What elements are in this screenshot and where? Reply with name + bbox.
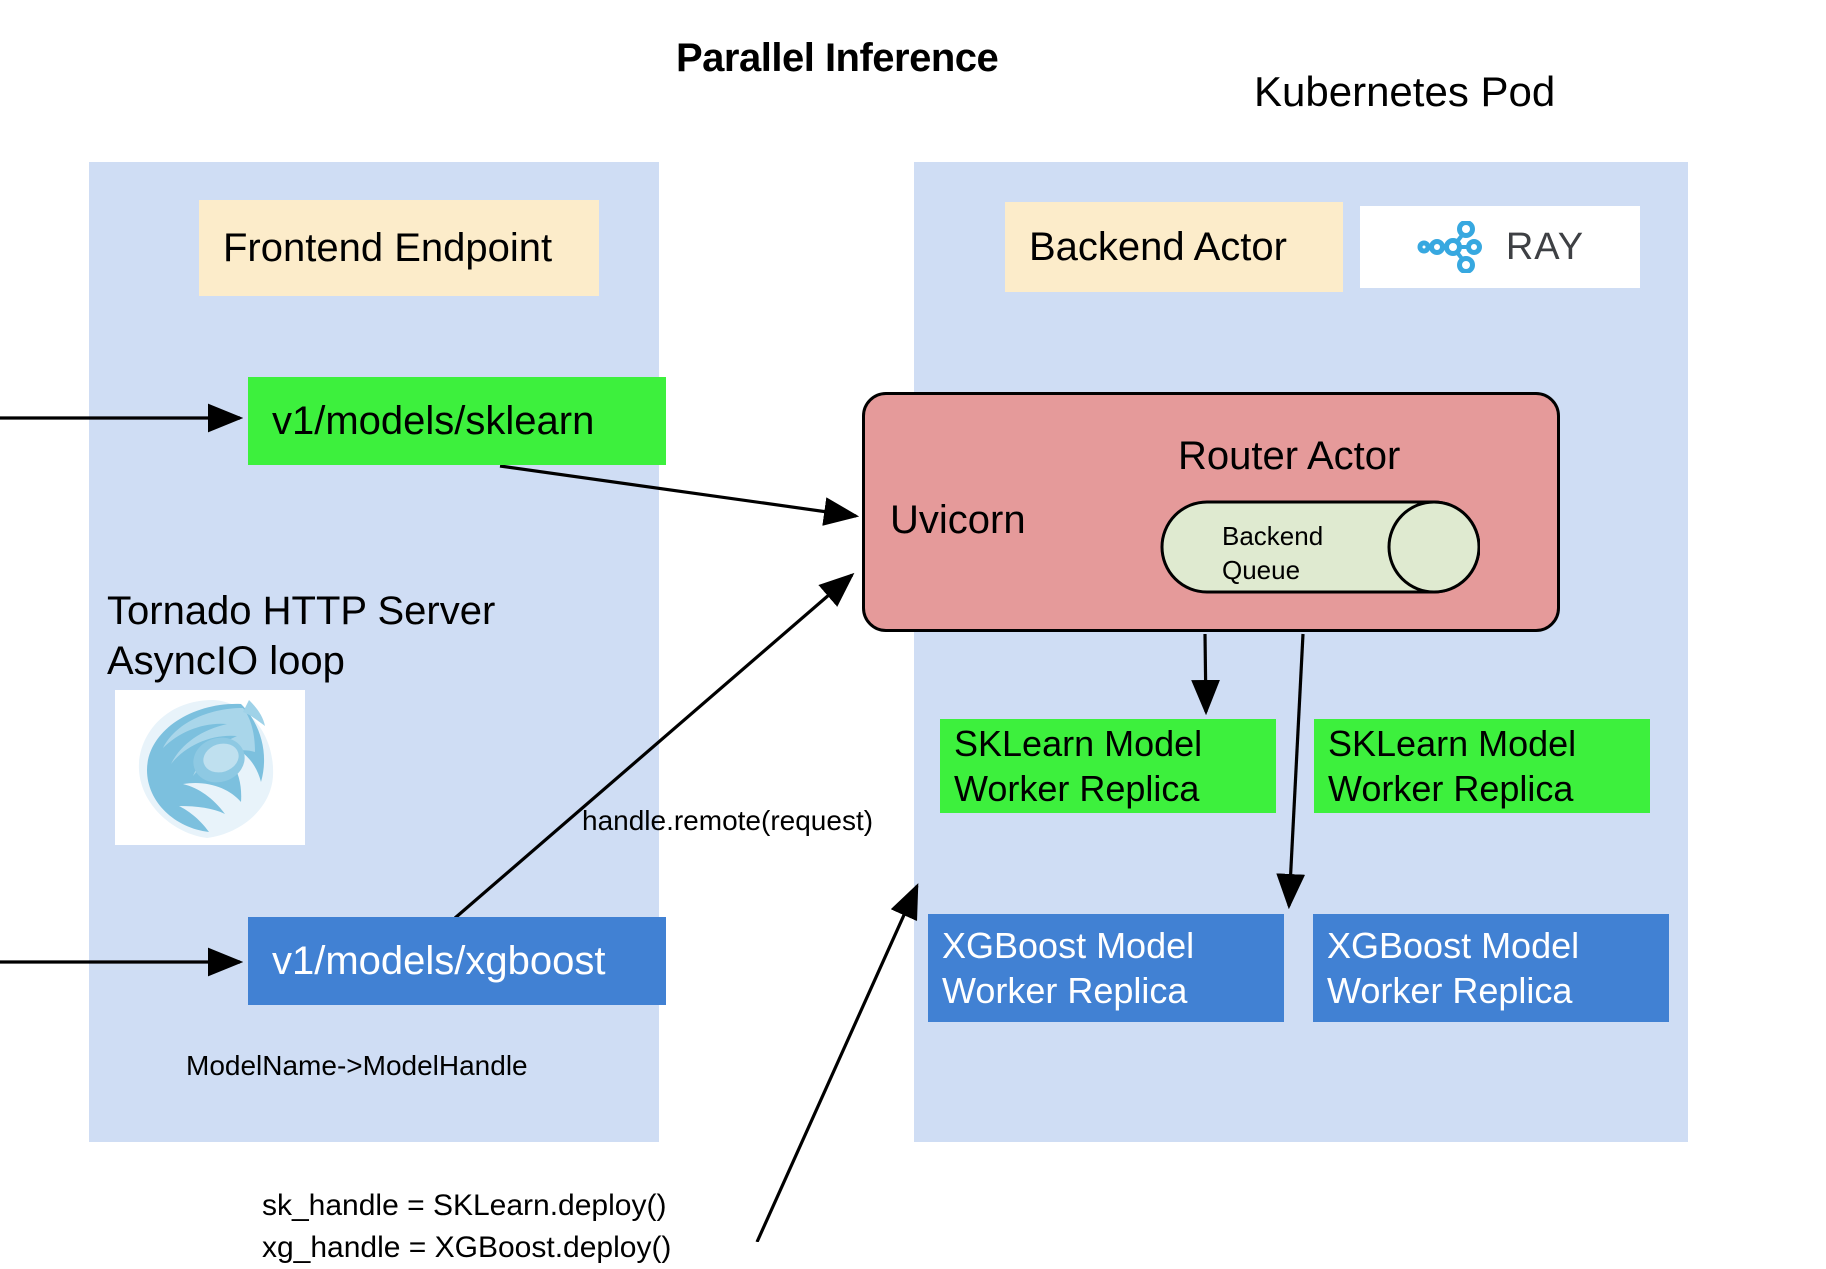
tornado-server-label: Tornado HTTP Server AsyncIO loop [107,589,496,683]
deploy-code-annotation: sk_handle = SKLearn.deploy() xg_handle =… [262,1189,672,1264]
xgboost-worker-replica-label: XGBoost Model Worker Replica [1327,925,1580,1011]
ray-logo: RAY [1360,206,1640,288]
frontend-endpoint-header: Frontend Endpoint [199,200,599,296]
router-actor-title: Router Actor [1178,434,1401,478]
arrow-router-to-xgboost-replica [1276,633,1306,910]
modelname-to-modelhandle-label: ModelName->ModelHandle [186,1050,528,1081]
handle-remote-annotation: handle.remote(request) [582,805,874,836]
endpoint-route-xgboost-label: v1/models/xgboost [272,938,606,983]
sklearn-worker-replica-label: SKLearn Model Worker Replica [1328,723,1577,809]
endpoint-route-sklearn-label: v1/models/sklearn [272,398,595,443]
xgboost-worker-replica-label: XGBoost Model Worker Replica [942,925,1195,1011]
page-title: Parallel Inference [676,36,999,80]
ray-logo-text: RAY [1505,225,1585,268]
frontend-endpoint-label: Frontend Endpoint [223,225,553,270]
tornado-logo [115,690,305,845]
backend-queue-label: Backend Queue [1222,521,1324,585]
xgboost-worker-replica: XGBoost Model Worker Replica [928,914,1284,1022]
backend-queue-cylinder [1160,500,1481,594]
arrow-router-to-sklearn-replica [1191,633,1220,716]
endpoint-route-xgboost[interactable]: v1/models/xgboost [248,917,666,1005]
ray-graph-icon [1417,221,1482,273]
arrow-sklearn-endpoint-to-router [499,464,860,526]
kubernetes-pod-title: Kubernetes Pod [1254,68,1556,115]
connector-layer [0,403,1306,1242]
endpoint-route-sklearn[interactable]: v1/models/sklearn [248,377,666,465]
sklearn-worker-replica: SKLearn Model Worker Replica [1314,719,1650,813]
sklearn-worker-replica: SKLearn Model Worker Replica [940,719,1276,813]
xgboost-worker-replica: XGBoost Model Worker Replica [1313,914,1669,1022]
uvicorn-label: Uvicorn [890,498,1026,542]
backend-actor-header: Backend Actor [1005,202,1343,292]
arrow-xgboost-endpoint-to-router [453,572,855,920]
arrow-deploy-to-pod [755,883,919,1242]
backend-actor-label: Backend Actor [1029,224,1287,269]
sklearn-worker-replica-label: SKLearn Model Worker Replica [954,723,1203,809]
